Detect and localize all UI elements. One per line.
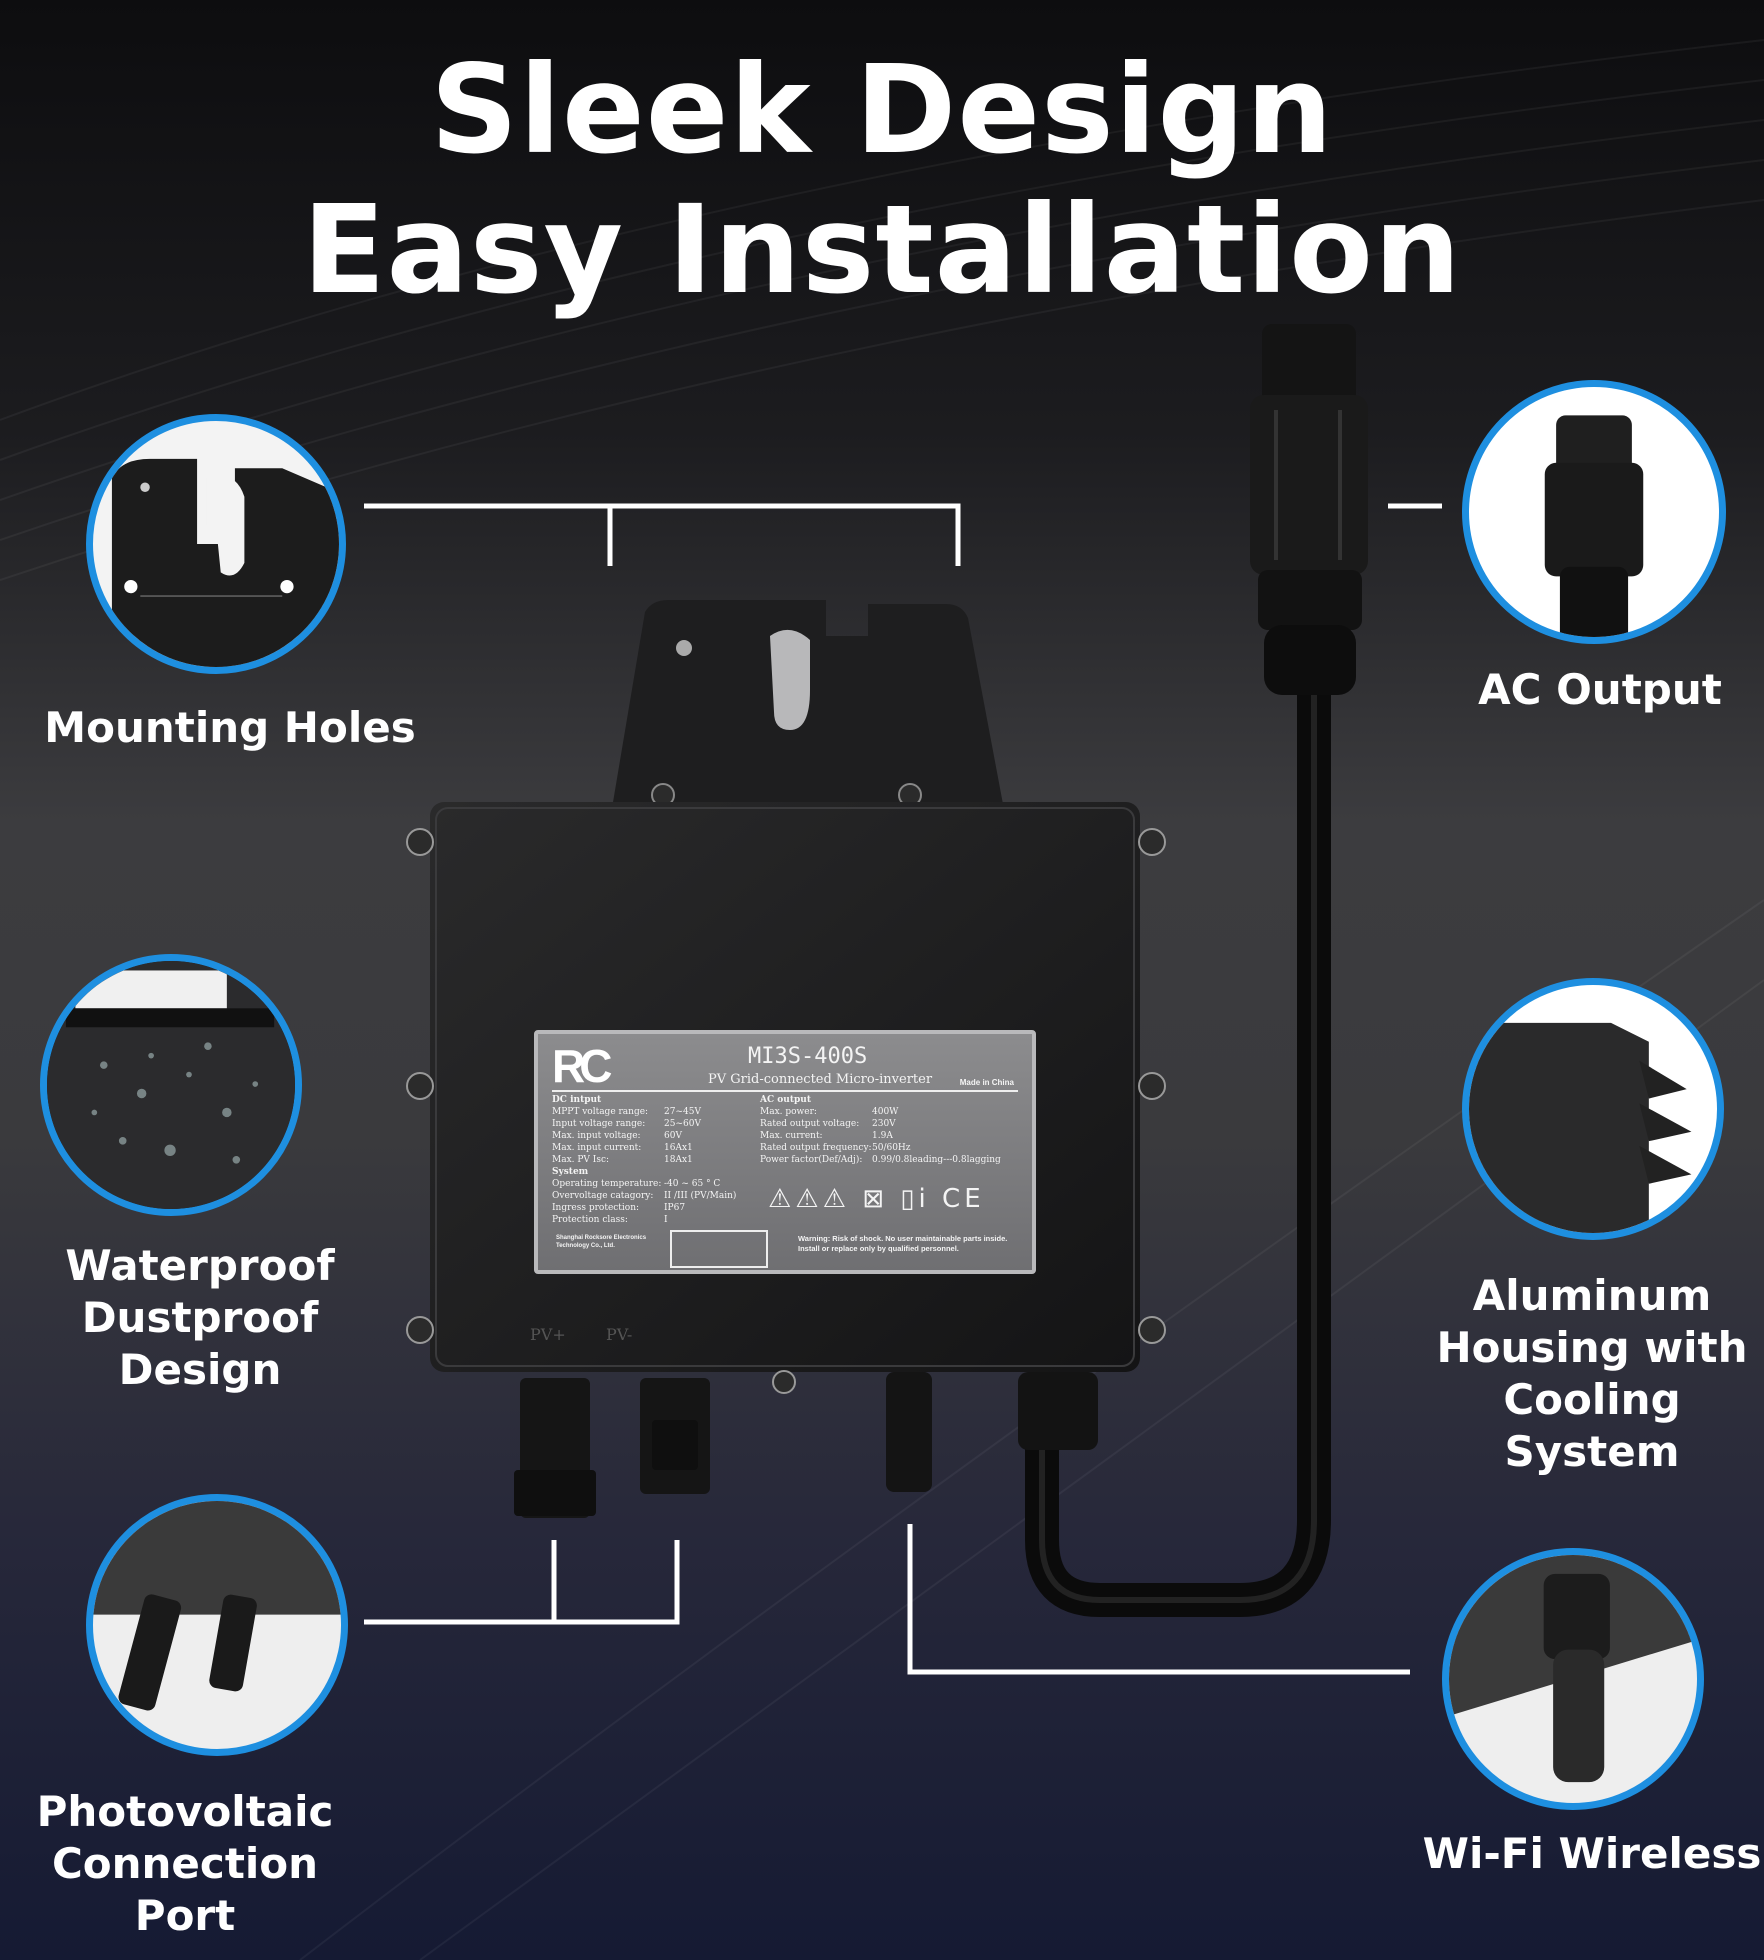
wifi-callout-circle [1442,1548,1704,1810]
model-number: MI3S-400S [748,1044,868,1069]
leader-lines [364,503,1442,1675]
ac_output-key: Max. current: [760,1131,823,1141]
dc_input-value: 18Ax1 [664,1155,693,1165]
system-value: IP67 [664,1203,686,1213]
safety-symbols: ⚠⚠⚠ ⊠ ▯i CE [768,1184,985,1214]
dc_input-value: 27~45V [664,1107,701,1117]
aluminum-housing-label-line-3: Cooling System [1503,1375,1681,1476]
aluminum-housing-label-line-2: Housing with [1436,1323,1748,1372]
dc_input-key: Max. input voltage: [552,1131,641,1141]
manufacturer: Shanghai Rocksore Electronics Technology… [556,1235,647,1249]
ac_output-key: Rated output frequency: [760,1143,872,1153]
water-droplets-icon [47,961,295,1209]
aluminum-housing-callout-circle [1462,978,1724,1240]
pv-port-label: Photovoltaic Connection Port [0,1786,370,1942]
product-label-plate: RC MI3S-400S PV Grid-connected Micro-inv… [534,1030,1036,1274]
ac_output-key: Max. power: [760,1107,817,1117]
ac_output-value: 1.9A [872,1131,893,1141]
mounting-holes-label-line-1: Mounting Holes [44,703,416,752]
ac-output-label-line-1: AC Output [1478,665,1722,714]
dc_input-key: Input voltage range: [552,1119,646,1129]
ac_output-row: Max. current: 1.9A [760,1130,1001,1142]
waterproof-callout-circle [40,954,302,1216]
pv-connector-icon [93,1501,341,1711]
ac_output-value: 230V [872,1119,896,1129]
ac_output-row: Max. power: 400W [760,1106,1001,1118]
ac_output-key: Power factor(Def/Adj): [760,1155,863,1165]
pv-port-label-line-2: Connection Port [51,1839,319,1940]
system-value: I [664,1215,668,1225]
wifi-label-line-1: Wi-Fi Wireless [1422,1829,1762,1878]
dc_input-row: Max. input current: 16Ax1 [552,1142,736,1154]
mounting-bracket-icon [111,458,339,667]
plate-divider [552,1090,1018,1092]
product-subtitle: PV Grid-connected Micro-inverter [708,1072,933,1087]
aluminum-housing-label: Aluminum Housing with Cooling System [1420,1270,1764,1478]
system-row: Protection class: I [552,1214,736,1226]
headline-line-1: Sleek Design [430,39,1334,181]
headline-line-2: Easy Installation [302,179,1462,321]
dc_input-value: 16Ax1 [664,1143,693,1153]
dc_input-key: MPPT voltage range: [552,1107,649,1117]
pv-plus-port-label: PV+ [530,1325,566,1344]
dc_input-row: Max. input voltage: 60V [552,1130,736,1142]
dc-input-heading: DC intput [552,1095,602,1105]
ac_output-value: 0.99/0.8leading---0.8lagging [872,1155,1001,1165]
ac-plug-icon [1544,415,1644,637]
dc_input-key: Max. input current: [552,1143,642,1153]
serial-box [670,1230,768,1268]
dc_input-row: MPPT voltage range: 27~45V [552,1106,736,1118]
ac_output-value: 50/60Hz [872,1143,911,1153]
ac-output-label: AC Output [1440,664,1760,716]
system-row: Overvoltage catagory: II /III (PV/Main) [552,1190,736,1202]
waterproof-label-line-1: Waterproof [65,1241,335,1290]
pv-port-label-line-1: Photovoltaic [36,1787,334,1836]
dc_input-row: Input voltage range: 25~60V [552,1118,736,1130]
pv-minus-port-label: PV- [606,1325,632,1344]
system-value: II /III (PV/Main) [664,1191,737,1201]
ac-output-callout-circle [1462,380,1726,644]
ac_output-row: Rated output voltage: 230V [760,1118,1001,1130]
ac_output-row: Rated output frequency:50/60Hz [760,1142,1001,1154]
ac_output-value: 400W [872,1107,899,1117]
ac_output-row: Power factor(Def/Adj): 0.99/0.8leading---… [760,1154,1001,1166]
aluminum-housing-label-line-1: Aluminum [1472,1271,1712,1320]
system-key: Protection class: [552,1215,628,1225]
system-key: Overvoltage catagory: [552,1191,654,1201]
system-row: Operating temperature:-40 ~ 65 ° C [552,1178,736,1190]
waterproof-label: Waterproof Dustproof Design [0,1240,400,1396]
cooling-fins-icon [1469,1022,1692,1233]
ac_output-key: Rated output voltage: [760,1119,860,1129]
mounting-holes-label: Mounting Holes [30,702,430,754]
ac-output-heading: AC output [760,1095,811,1105]
system-key: Ingress protection: [552,1203,640,1213]
system-row: Ingress protection: IP67 [552,1202,736,1214]
warning-text: Warning: Risk of shock. No user maintain… [798,1234,1008,1253]
mounting-holes-callout-circle [86,414,346,674]
system-value: -40 ~ 65 ° C [664,1179,721,1189]
dc_input-value: 25~60V [664,1119,701,1129]
system-heading: System [552,1167,589,1177]
wifi-label: Wi-Fi Wireless [1420,1828,1764,1880]
wifi-antenna-icon [1449,1555,1697,1783]
dc_input-row: Max. PV Isc: 18Ax1 [552,1154,736,1166]
rc-logo: RC [552,1040,613,1092]
system-key: Operating temperature: [552,1179,662,1189]
waterproof-label-line-2: Dustproof Design [81,1293,319,1394]
pv-port-callout-circle [86,1494,348,1756]
dc_input-value: 60V [664,1131,682,1141]
made-in: Made in China [959,1078,1014,1087]
dc_input-key: Max. PV Isc: [552,1155,610,1165]
